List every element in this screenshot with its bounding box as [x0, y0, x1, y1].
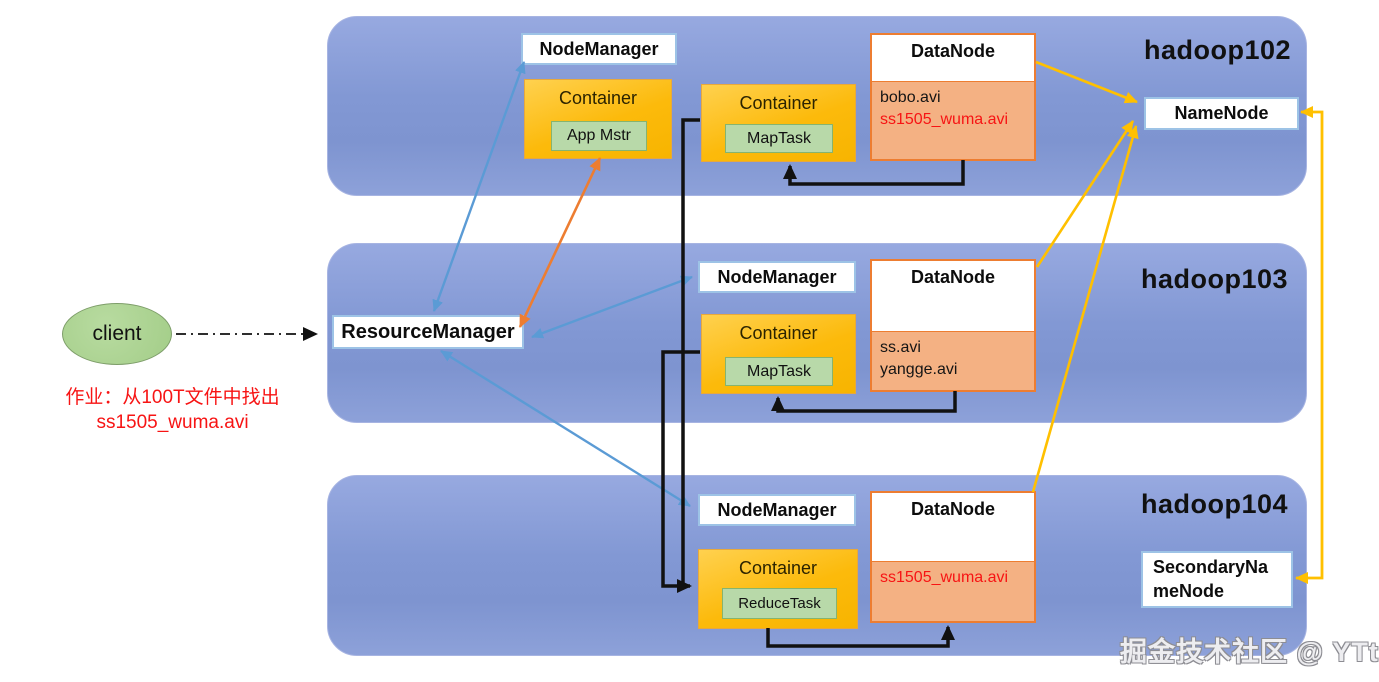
file-ss1505-102: ss1505_wuma.avi	[880, 110, 1009, 128]
cluster-hadoop102-label: hadoop102	[1144, 35, 1292, 65]
cluster-hadoop102: hadoop102 NodeManager Container App Mstr…	[327, 16, 1307, 196]
datanode-103-title: DataNode	[872, 261, 1034, 331]
file-ss: ss.avi	[880, 339, 921, 356]
resourcemanager-box: ResourceManager	[332, 315, 524, 349]
container-appmstr-box: Container App Mstr	[524, 79, 672, 159]
cluster-hadoop104-label: hadoop104	[1141, 489, 1289, 519]
nodemanager-104-box: NodeManager	[698, 494, 856, 526]
job-annotation-line1: 作业：从100T文件中找出	[65, 387, 280, 408]
container-maptask-103-box: Container MapTask	[701, 314, 856, 394]
client-label: client	[92, 322, 142, 345]
secondarynamenode-box: SecondaryNameNode	[1141, 551, 1293, 608]
cluster-hadoop103-label: hadoop103	[1141, 264, 1289, 294]
job-annotation-line2: ss1505_wuma.avi	[96, 411, 249, 433]
client-node: client	[62, 303, 172, 365]
app-mstr-box: App Mstr	[551, 121, 647, 151]
datanode-104-box: DataNode ss1505_wuma.avi	[870, 491, 1036, 623]
cluster-hadoop103: hadoop103 ResourceManager NodeManager Co…	[327, 243, 1307, 423]
datanode-103-files: ss.avi yangge.avi	[872, 331, 1034, 390]
maptask-103-box: MapTask	[725, 357, 833, 386]
nodemanager-102-box: NodeManager	[521, 33, 677, 65]
namenode-box: NameNode	[1144, 97, 1299, 130]
datanode-103-box: DataNode ss.avi yangge.avi	[870, 259, 1036, 392]
cluster-hadoop104: hadoop104 NodeManager Container ReduceTa…	[327, 475, 1307, 656]
watermark-text: 掘金技术社区 @ YTt	[1120, 637, 1379, 667]
container-reducetask-title: Container	[738, 558, 818, 578]
file-ss1505-104: ss1505_wuma.avi	[880, 569, 1009, 586]
file-bobo: bobo.avi	[880, 89, 941, 106]
container-maptask-102-box: Container MapTask	[701, 84, 856, 162]
nodemanager-103-box: NodeManager	[698, 261, 856, 293]
file-yangge: yangge.avi	[880, 360, 958, 378]
datanode-102-title: DataNode	[872, 35, 1034, 81]
container-reducetask-box: Container ReduceTask	[698, 549, 858, 629]
job-annotation: 作业：从100T文件中找出 ss1505_wuma.avi	[50, 386, 295, 435]
datanode-102-box: DataNode bobo.avi ss1505_wuma.avi	[870, 33, 1036, 161]
container-appmstr-title: Container	[558, 88, 638, 108]
container-maptask-103-title: Container	[739, 323, 818, 343]
datanode-104-title: DataNode	[872, 493, 1034, 561]
datanode-104-files: ss1505_wuma.avi	[872, 561, 1034, 621]
maptask-102-box: MapTask	[725, 124, 833, 153]
secondarynamenode-label: SecondaryNameNode	[1153, 557, 1269, 601]
datanode-102-files: bobo.avi ss1505_wuma.avi	[872, 81, 1034, 159]
container-maptask-102-title: Container	[739, 93, 818, 113]
reducetask-box: ReduceTask	[722, 588, 837, 619]
